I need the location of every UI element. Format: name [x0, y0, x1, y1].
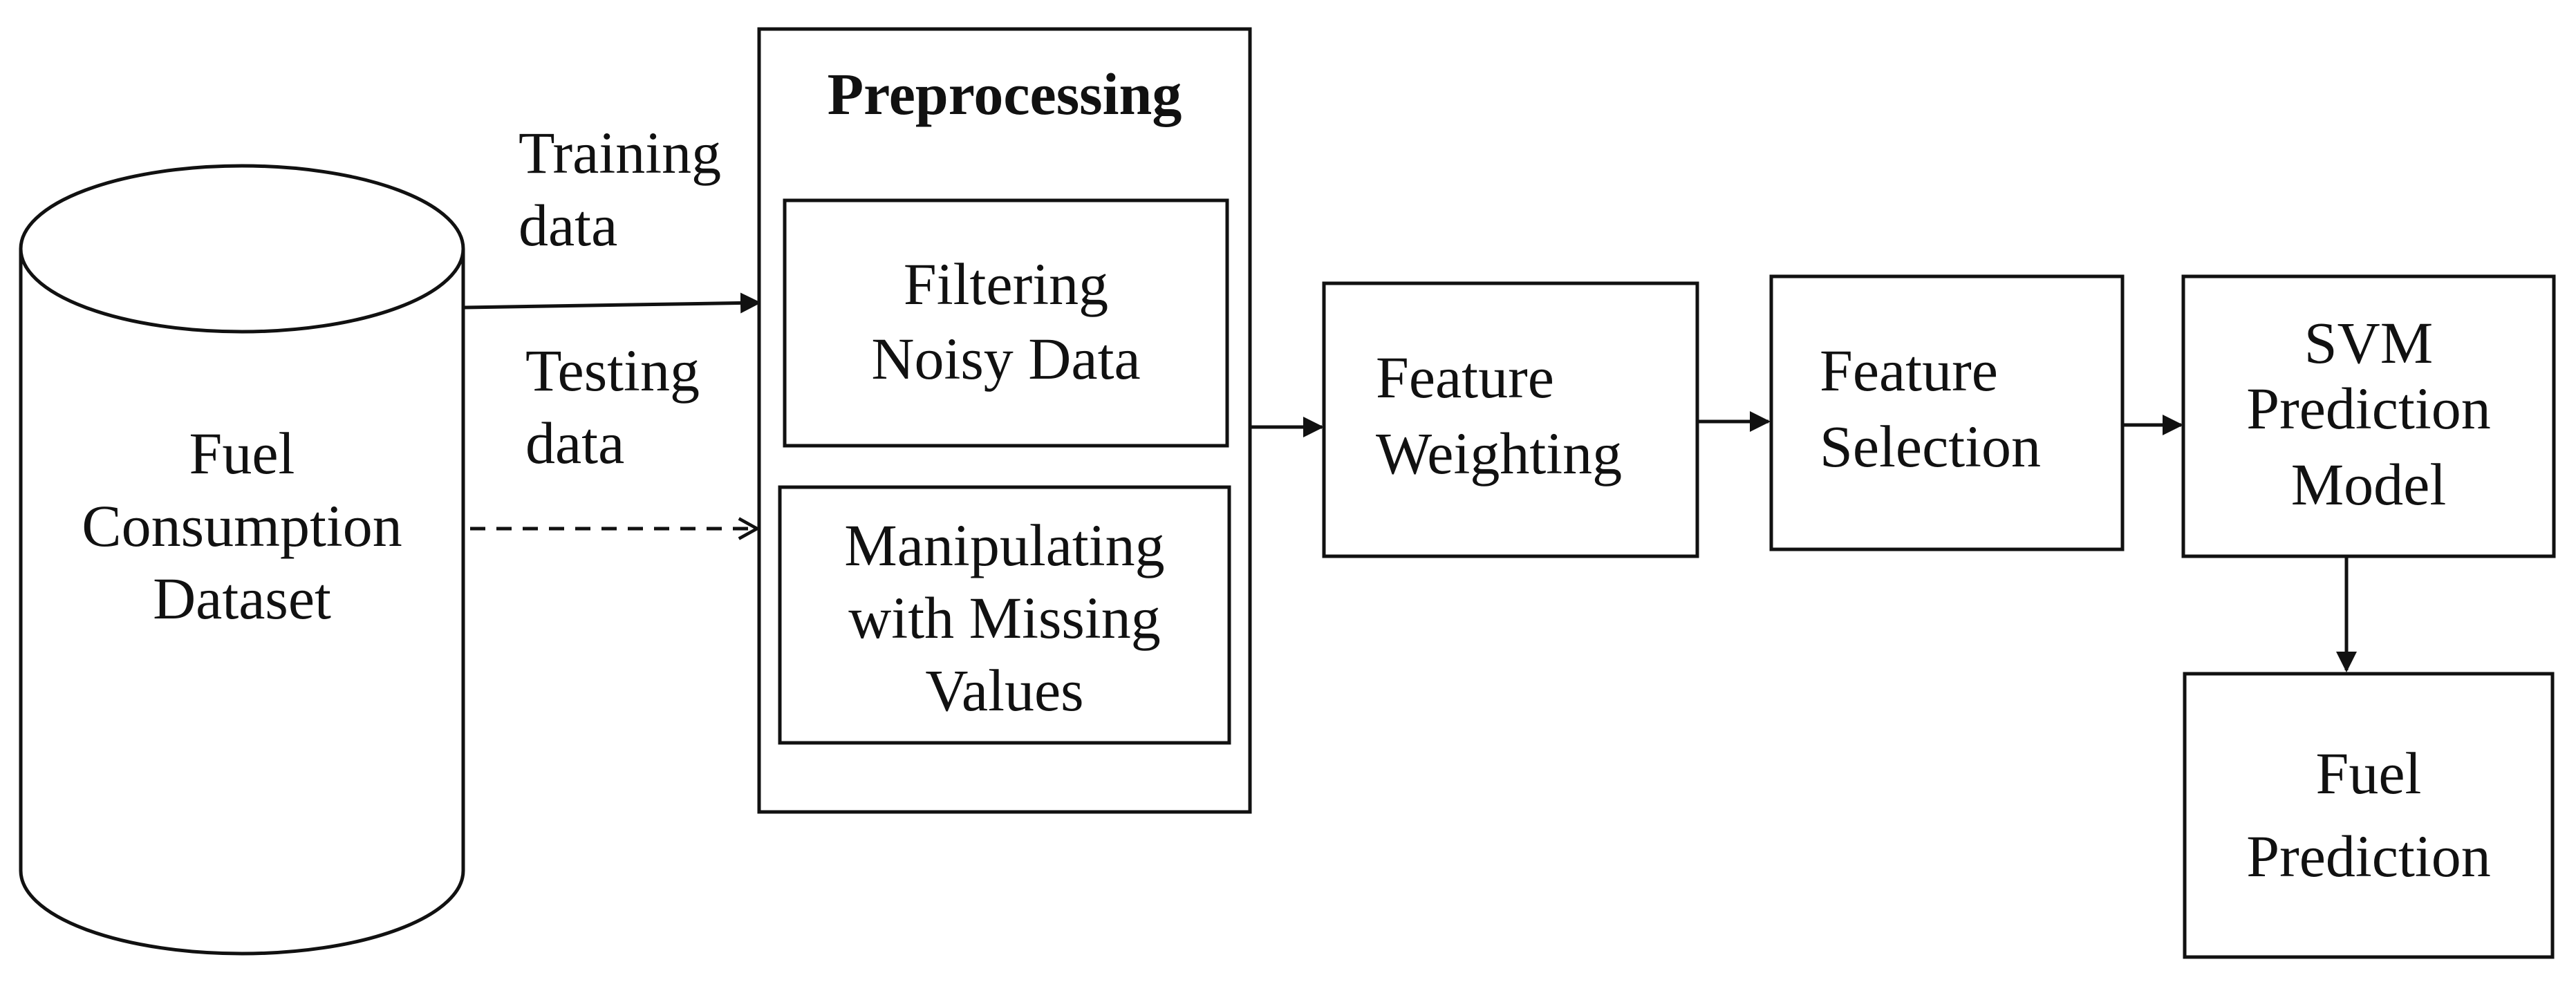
dataset-cylinder: Fuel Consumption Dataset: [19, 164, 465, 956]
svm-label-line-3: Model: [2291, 451, 2447, 518]
fuel-prediction-box: Fuel Prediction: [2183, 672, 2555, 959]
filtering-label-line-2: Noisy Data: [871, 325, 1140, 392]
training-label-line-2: data: [519, 192, 617, 258]
selection-label-line-1: Feature: [1820, 337, 1998, 404]
filtering-label-line-1: Filtering: [904, 251, 1108, 317]
weighting-label-line-2: Weighting: [1376, 420, 1622, 486]
missing-label-line-3: Values: [925, 657, 1083, 723]
missing-label-line-2: with Missing: [848, 585, 1161, 651]
missing-label-line-1: Manipulating: [844, 512, 1164, 578]
prediction-label-line-2: Prediction: [2246, 823, 2491, 889]
testing-label-line-2: data: [525, 410, 624, 476]
feature-selection-box: Feature Selection: [1769, 274, 2125, 551]
prediction-label-line-1: Fuel: [2316, 740, 2422, 806]
svm-label-line-1: SVM: [2304, 310, 2433, 376]
training-label-line-1: Training: [519, 120, 721, 186]
preprocessing-title: Preprocessing: [828, 61, 1182, 127]
training-arrow: [464, 292, 761, 314]
svm-model-box: SVM Prediction Model: [2181, 274, 2556, 558]
svm-label-line-2: Prediction: [2246, 375, 2491, 442]
dataset-label-line-3: Dataset: [153, 565, 331, 632]
preprocessing-box: Preprocessing Filtering Noisy Data Manip…: [757, 27, 1252, 814]
dataset-label-line-2: Consumption: [82, 493, 402, 559]
weighting-label-line-1: Feature: [1376, 344, 1554, 410]
missing-values-box: [778, 485, 1231, 745]
dataset-label-line-1: Fuel: [189, 420, 295, 486]
selection-label-line-2: Selection: [1820, 413, 2041, 480]
filtering-box: [783, 198, 1229, 448]
testing-label-line-1: Testing: [525, 337, 700, 404]
feature-weighting-box: Feature Weighting: [1322, 281, 1699, 558]
